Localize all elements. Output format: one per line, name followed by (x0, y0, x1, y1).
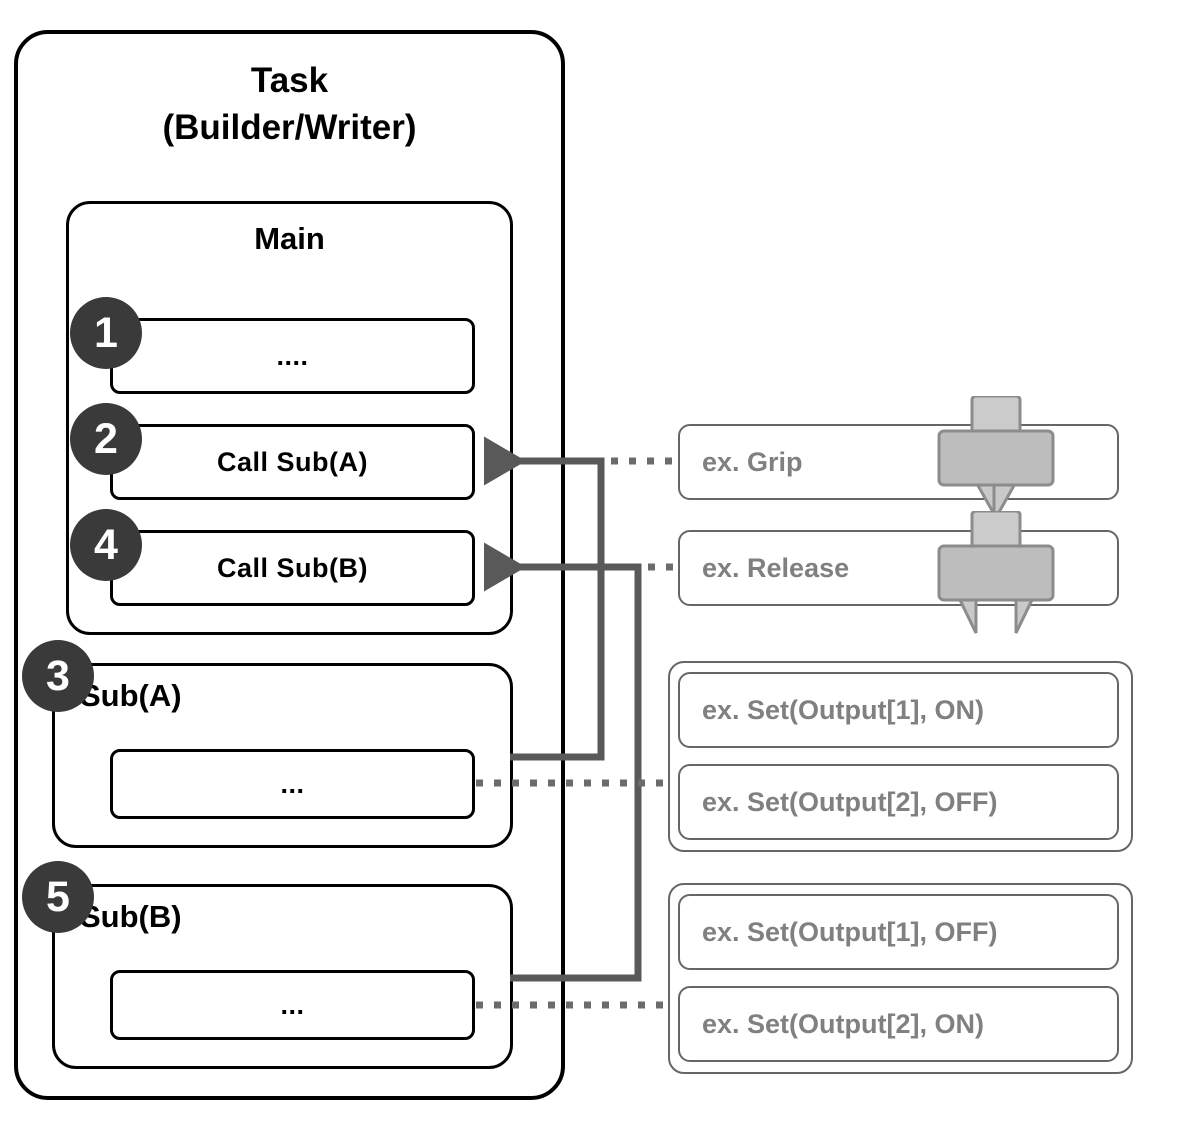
sub-b-statement-label: ... (280, 989, 305, 1020)
step-badge-2: 2 (70, 403, 142, 475)
example-set-output2-on-label: ex. Set(Output[2], ON) (702, 1008, 984, 1039)
sub-b-title: Sub(B) (80, 899, 182, 935)
step-badge-1-number: 1 (94, 308, 118, 357)
step-badge-5: 5 (22, 861, 94, 933)
example-set-output1-off-label: ex. Set(Output[1], OFF) (702, 916, 998, 947)
step-badge-1: 1 (70, 297, 142, 369)
gripper-open-icon (937, 511, 1055, 634)
example-set-output1-on[interactable]: ex. Set(Output[1], ON) (678, 672, 1119, 748)
step-badge-4-number: 4 (94, 520, 118, 569)
main-statement-call-sub-a[interactable]: Call Sub(A) (110, 424, 475, 500)
main-statement-1-label: .... (276, 340, 309, 371)
example-set-output1-off[interactable]: ex. Set(Output[1], OFF) (678, 894, 1119, 970)
main-statement-call-sub-a-label: Call Sub(A) (217, 446, 368, 477)
step-badge-2-number: 2 (94, 414, 118, 463)
main-statement-1[interactable]: .... (110, 318, 475, 394)
sub-a-title-label: Sub(A) (80, 678, 182, 713)
example-set-output1-on-label: ex. Set(Output[1], ON) (702, 694, 984, 725)
example-set-output2-off-label: ex. Set(Output[2], OFF) (702, 786, 998, 817)
task-title: Task (Builder/Writer) (162, 61, 417, 147)
sub-b-title-label: Sub(B) (80, 899, 182, 934)
main-statement-call-sub-b-label: Call Sub(B) (217, 552, 368, 583)
step-badge-4: 4 (70, 509, 142, 581)
example-set-output2-on[interactable]: ex. Set(Output[2], ON) (678, 986, 1119, 1062)
sub-a-statement-label: ... (280, 768, 305, 799)
main-title: Main (254, 221, 325, 256)
gripper-closed-icon (937, 396, 1055, 516)
example-set-output2-off[interactable]: ex. Set(Output[2], OFF) (678, 764, 1119, 840)
step-badge-3: 3 (22, 640, 94, 712)
example-grip-label: ex. Grip (702, 446, 803, 477)
sub-a-title: Sub(A) (80, 678, 182, 714)
main-statement-call-sub-b[interactable]: Call Sub(B) (110, 530, 475, 606)
sub-b-statement[interactable]: ... (110, 970, 475, 1040)
example-release-label: ex. Release (702, 552, 850, 583)
step-badge-5-number: 5 (46, 872, 70, 921)
sub-a-statement[interactable]: ... (110, 749, 475, 819)
step-badge-3-number: 3 (46, 651, 70, 700)
